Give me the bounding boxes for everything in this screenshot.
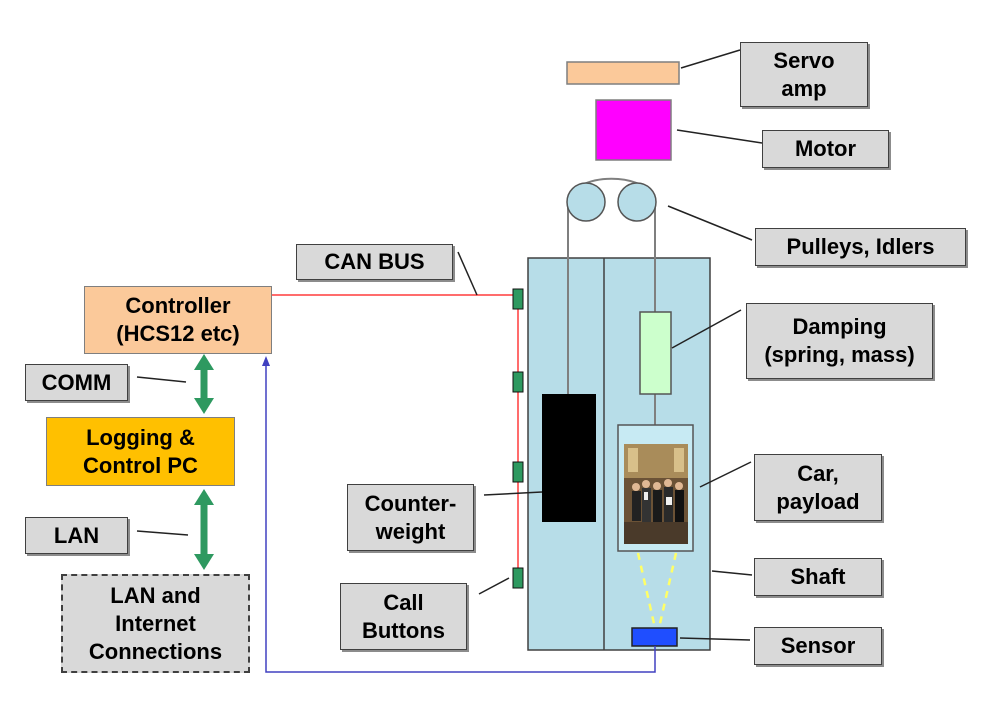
pulleys-idlers-label: Pulleys, Idlers [755, 228, 966, 266]
pulley-right [617, 182, 657, 222]
motor-label: Motor [762, 130, 889, 168]
lan-internet-connections-box: LAN and Internet Connections [61, 574, 250, 673]
call-button-2 [512, 371, 524, 393]
call-button-4 [512, 567, 524, 589]
servo-amp-label: Servo amp [740, 42, 868, 107]
motor-block [595, 99, 672, 161]
servo-amp-block [566, 61, 680, 85]
call-button-3 [512, 461, 524, 483]
sensor-block [631, 627, 678, 647]
shaft-label: Shaft [754, 558, 882, 596]
controller-box: Controller (HCS12 etc) [84, 286, 272, 354]
sensor-label: Sensor [754, 627, 882, 665]
can-bus-label: CAN BUS [296, 244, 453, 280]
logging-control-pc-box: Logging & Control PC [46, 417, 235, 486]
sensor-signal-line [265, 362, 656, 673]
lan-arrow [194, 489, 214, 570]
comm-label: COMM [25, 364, 128, 401]
car-passengers-photo [624, 444, 688, 544]
sensor-signal-arrowhead [262, 356, 270, 366]
comm-arrow [194, 354, 214, 414]
call-button-1 [512, 288, 524, 310]
counterweight-block [542, 394, 596, 522]
car-payload-label: Car, payload [754, 454, 882, 521]
callout-lines [136, 49, 763, 641]
damping-block [639, 311, 672, 395]
pulley-left [566, 182, 606, 222]
call-buttons-label: Call Buttons [340, 583, 467, 650]
lan-label: LAN [25, 517, 128, 554]
counterweight-label: Counter- weight [347, 484, 474, 551]
damping-label: Damping (spring, mass) [746, 303, 933, 379]
